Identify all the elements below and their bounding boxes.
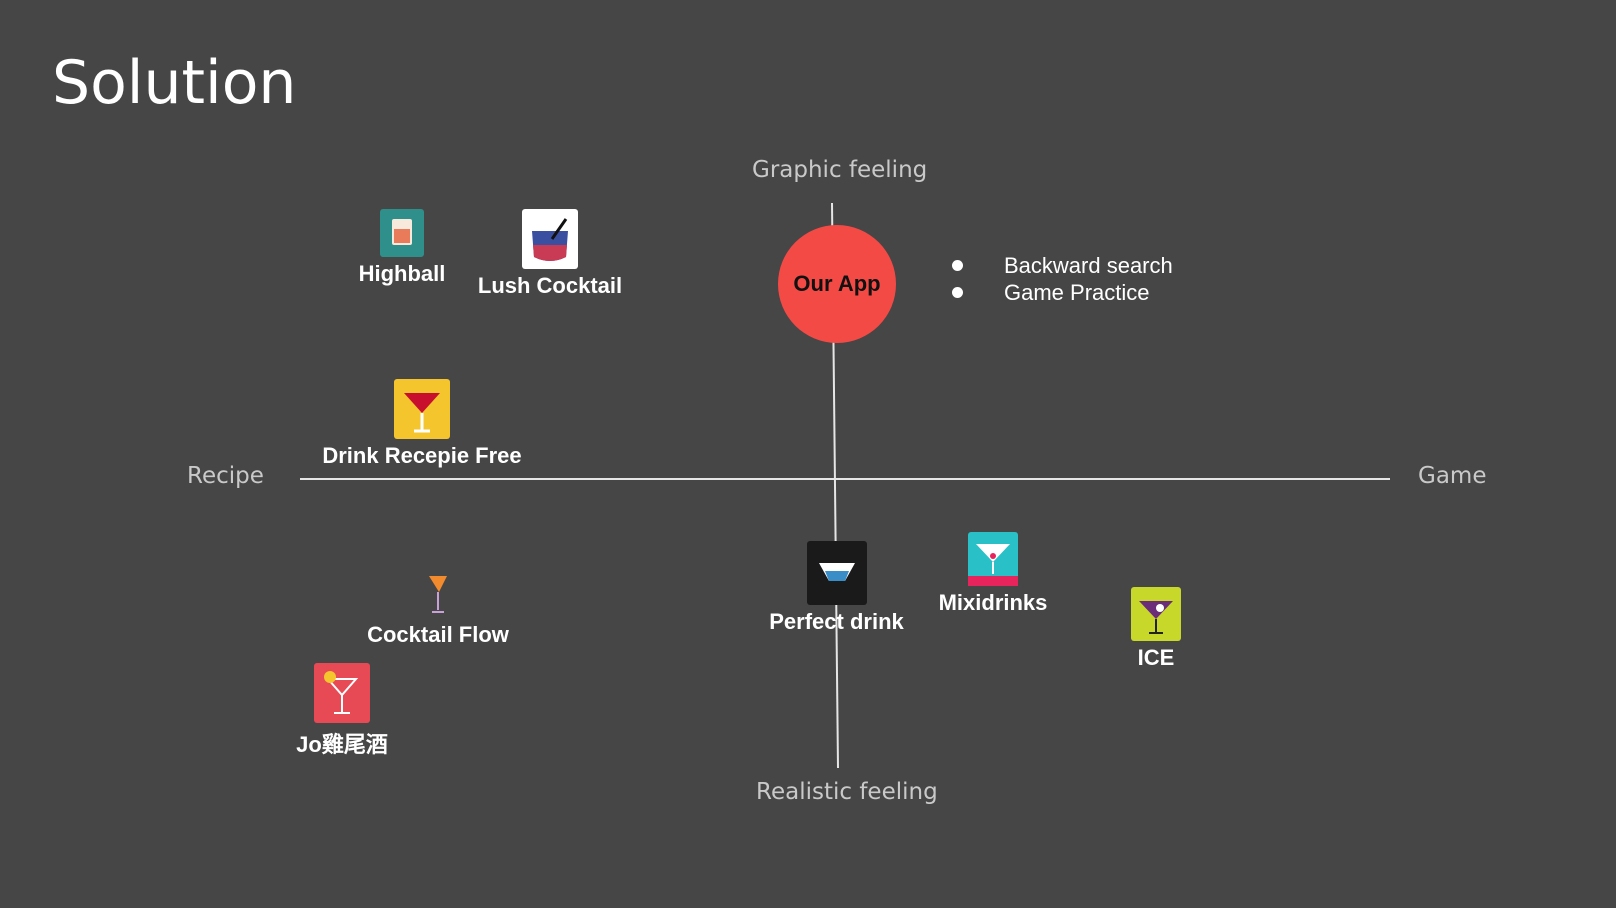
app-label: Lush Cocktail bbox=[477, 273, 623, 298]
axis-label-left: Recipe bbox=[187, 463, 264, 489]
feature-label: Game Practice bbox=[1004, 279, 1150, 305]
layered-cocktail-icon bbox=[522, 209, 578, 269]
feature-label: Backward search bbox=[1004, 252, 1173, 278]
bullet-icon bbox=[952, 260, 963, 271]
our-app-circle: Our App bbox=[778, 225, 896, 343]
bowl-icon bbox=[806, 541, 867, 605]
feature-item: Game Practice bbox=[952, 279, 1173, 306]
app-lush-cocktail: Lush Cocktail bbox=[474, 209, 626, 299]
highball-glass-icon bbox=[380, 209, 424, 257]
app-highball: Highball bbox=[352, 209, 452, 287]
app-cocktail-flow: Cocktail Flow bbox=[362, 570, 514, 648]
app-drink-recepie-free: Drink Recepie Free bbox=[312, 379, 532, 469]
app-mixidrinks: Mixidrinks bbox=[930, 532, 1056, 616]
slide-title: Solution bbox=[52, 48, 297, 118]
axis-label-right: Game bbox=[1418, 463, 1487, 489]
martini-straw-icon bbox=[968, 532, 1018, 586]
app-ice: ICE bbox=[1120, 587, 1192, 671]
bullet-icon bbox=[952, 287, 963, 298]
app-label: Jo雞尾酒 bbox=[296, 732, 388, 757]
app-label: Drink Recepie Free bbox=[322, 443, 522, 468]
app-label: ICE bbox=[1137, 645, 1175, 670]
cocktail-glass-icon bbox=[314, 663, 370, 723]
axis-label-bottom: Realistic feeling bbox=[756, 779, 938, 805]
feature-list: Backward search Game Practice bbox=[952, 252, 1173, 306]
app-perfect-drink: Perfect drink bbox=[754, 541, 919, 635]
app-label: Cocktail Flow bbox=[367, 622, 509, 647]
tropical-cocktail-icon bbox=[423, 570, 453, 618]
martini-icon bbox=[394, 379, 450, 439]
app-jo: Jo雞尾酒 bbox=[290, 663, 394, 759]
feature-item: Backward search bbox=[952, 252, 1173, 279]
our-app-label: Our App bbox=[793, 271, 881, 296]
app-label: Perfect drink bbox=[769, 609, 904, 634]
app-label: Highball bbox=[358, 261, 446, 286]
app-label: Mixidrinks bbox=[938, 590, 1048, 615]
axis-label-top: Graphic feeling bbox=[752, 157, 928, 183]
ice-martini-icon bbox=[1131, 587, 1181, 641]
